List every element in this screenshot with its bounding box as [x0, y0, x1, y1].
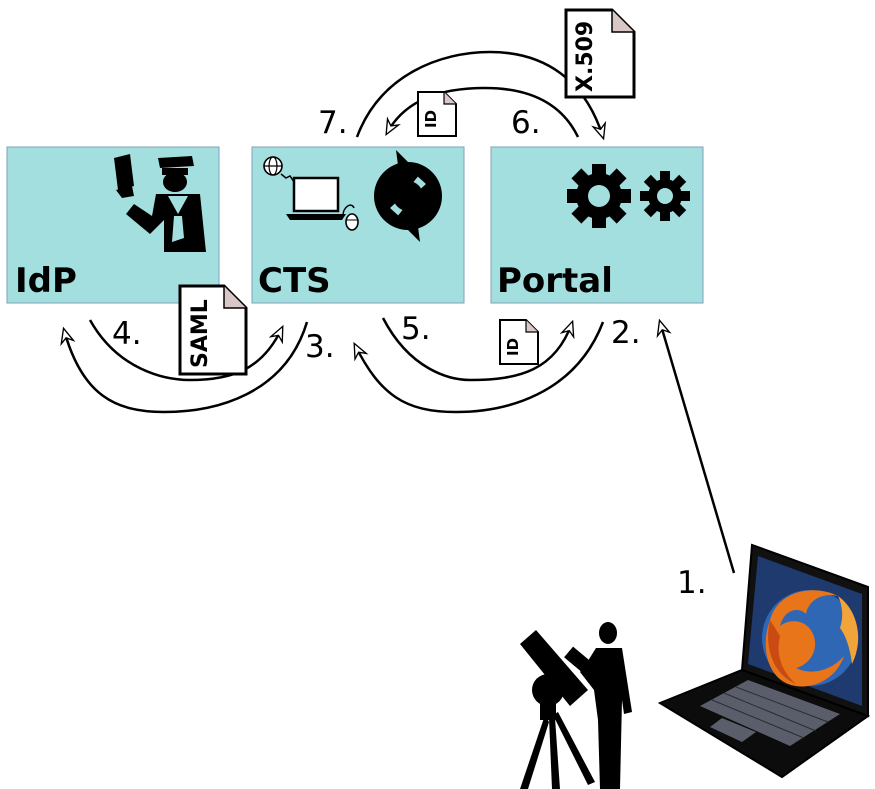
arrows	[64, 50, 736, 574]
arrow-step-7	[387, 86, 580, 138]
arrow-step-2-5-outer	[355, 321, 605, 414]
id-document-bottom-icon: ID	[499, 319, 539, 365]
cts-label: CTS	[258, 261, 331, 301]
cts-box: CTS	[251, 146, 465, 304]
arrow-step-4	[88, 319, 282, 382]
computer-icon	[286, 176, 346, 220]
mouse-icon	[345, 213, 359, 231]
step-6-label: 6.	[511, 105, 541, 141]
arrow-step-3	[64, 321, 309, 414]
refresh-icon	[374, 150, 442, 242]
astronomer-telescope-icon	[520, 622, 632, 789]
x509-document-icon: X.509	[564, 8, 636, 99]
id-document-top-icon: ID	[417, 91, 457, 137]
x509-label: X.509	[573, 21, 598, 92]
step-2-label: 2.	[611, 315, 641, 351]
step-3-label: 3.	[305, 329, 335, 365]
id-bottom-label: ID	[504, 338, 522, 356]
arrow-step-1	[660, 322, 736, 574]
idp-box: IdP	[6, 146, 220, 304]
saml-label: SAML	[188, 299, 213, 368]
step-4-label: 4.	[112, 316, 142, 352]
police-officer-icon	[114, 154, 206, 252]
step-1-label: 1.	[677, 565, 707, 601]
step-5-label: 5.	[401, 311, 431, 347]
portal-box: Portal	[490, 146, 704, 304]
firefox-icon	[762, 590, 859, 687]
id-top-label: ID	[422, 110, 440, 128]
idp-label: IdP	[15, 261, 77, 301]
globe-icon	[263, 156, 283, 176]
portal-label: Portal	[497, 261, 613, 301]
saml-document-icon: SAML	[178, 284, 248, 376]
step-7-label: 7.	[318, 105, 348, 141]
arrow-step-5	[381, 317, 572, 382]
